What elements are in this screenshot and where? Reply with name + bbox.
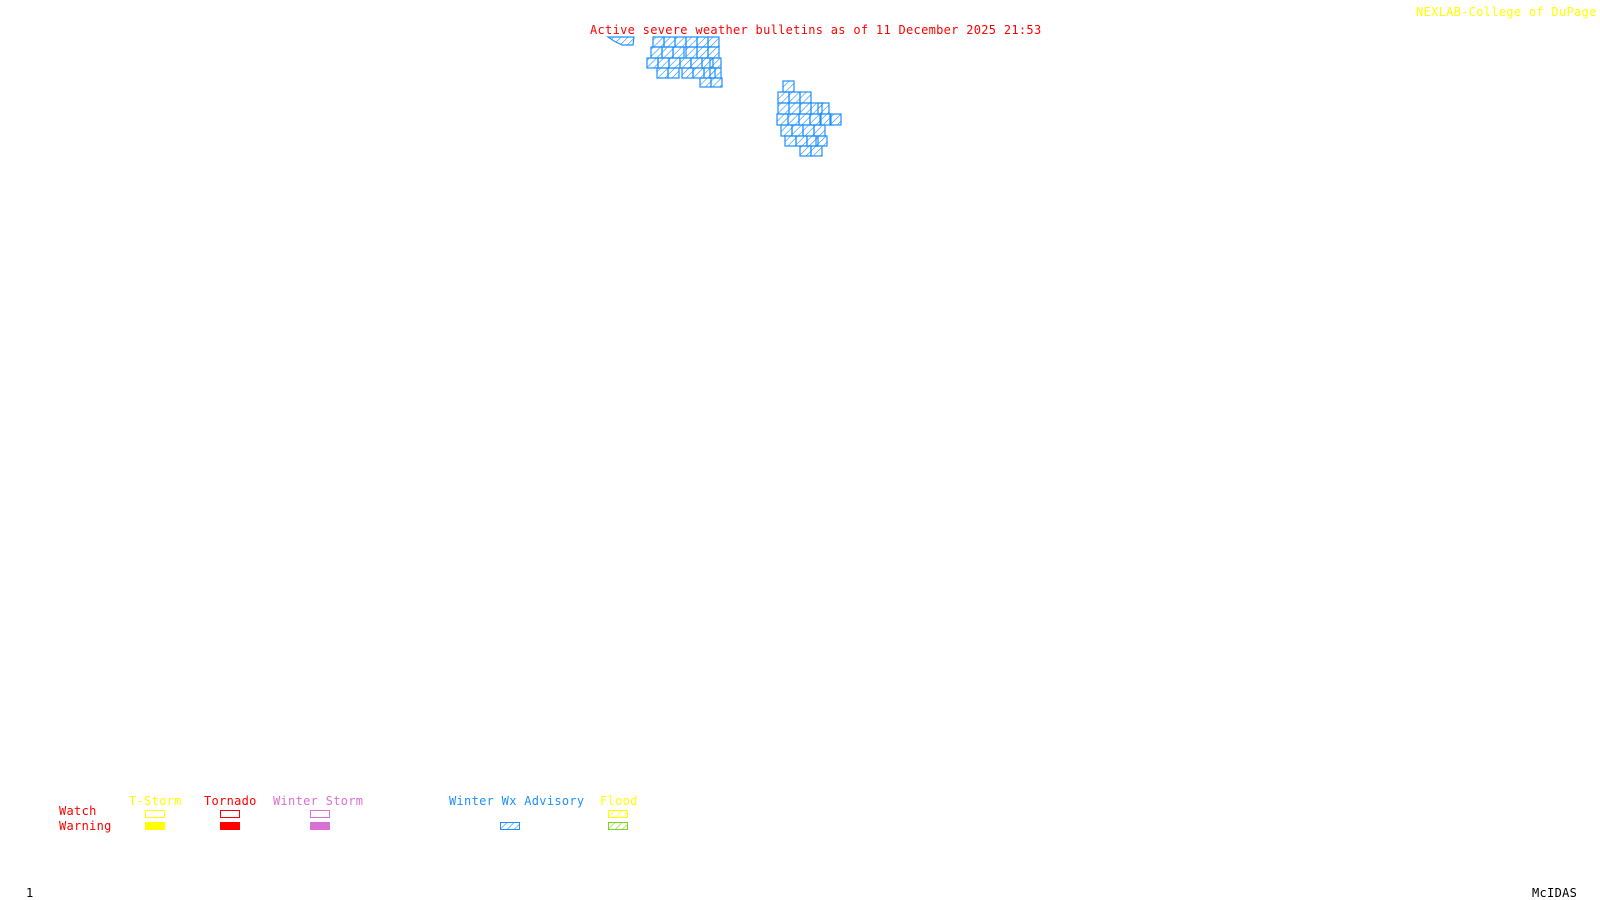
advisory-county (782, 80, 795, 93)
frame-number: 1 (26, 886, 34, 900)
advisory-county (667, 67, 680, 79)
advisory-county (777, 91, 790, 104)
advisory-county (809, 113, 822, 126)
advisory-county (707, 36, 720, 48)
advisory-county (679, 57, 692, 69)
credit-text: NEXLAB-College of DuPage (1416, 5, 1597, 19)
advisory-county (685, 46, 698, 59)
advisory-county (696, 46, 709, 59)
advisory-county (829, 113, 842, 126)
advisory-county (787, 113, 800, 126)
advisory-county (817, 102, 830, 115)
credit-label: NEXLAB-College of DuPage (1416, 6, 1600, 18)
flood-warning-swatch (608, 822, 628, 830)
advisory-county (652, 36, 665, 48)
tornado-warning-swatch (220, 822, 240, 830)
page-title: Active severe weather bulletins as of 11… (590, 23, 1042, 37)
advisory-county (699, 77, 712, 88)
advisory-county (692, 67, 705, 79)
advisory-county (650, 46, 663, 59)
advisory-county (672, 46, 685, 59)
advisory-county (696, 36, 709, 48)
software-label: McIDAS (1532, 886, 1578, 900)
advisory-county (799, 145, 812, 157)
legend-label-tornado: Tornado (204, 794, 257, 808)
advisory-county (685, 36, 698, 48)
advisory-county (668, 57, 681, 69)
advisory-county (690, 57, 703, 69)
winter-storm-warning-swatch (310, 822, 330, 830)
tstorm-watch-swatch (145, 810, 165, 818)
advisory-county (799, 91, 812, 104)
advisory-county (780, 124, 793, 137)
legend-label-flood: Flood (600, 794, 638, 808)
advisory-county (661, 46, 674, 59)
advisory-county (799, 102, 812, 115)
advisory-county (810, 145, 823, 157)
advisory-county (813, 124, 826, 137)
advisory-county (776, 113, 789, 126)
advisory-county (788, 102, 801, 115)
legend-row-watch: Watch (59, 804, 97, 818)
winter-advisory-area-northwest (606, 36, 723, 88)
advisory-county (788, 91, 801, 104)
winter-advisory-swatch (500, 822, 520, 830)
advisory-county (646, 57, 659, 69)
advisory-county (657, 57, 670, 69)
advisory-county (674, 36, 687, 48)
advisory-county (606, 36, 635, 46)
advisory-county (656, 67, 669, 79)
advisory-county (709, 57, 722, 69)
advisory-county (681, 67, 694, 79)
advisory-county (663, 36, 676, 48)
advisory-county (791, 124, 804, 137)
advisory-county (795, 135, 808, 147)
legend-label-winter-advisory: Winter Wx Advisory (449, 794, 585, 808)
legend-row-warning: Warning (59, 819, 112, 833)
advisory-county (798, 113, 811, 126)
tstorm-warning-swatch (145, 822, 165, 830)
advisory-county (709, 67, 722, 79)
advisory-county (802, 124, 815, 137)
advisory-county (815, 135, 828, 147)
advisory-county (710, 77, 723, 88)
advisory-county (707, 46, 720, 59)
winter-advisory-area-north-central (776, 80, 842, 157)
winter-storm-watch-swatch (310, 810, 330, 818)
advisory-county (784, 135, 797, 147)
advisory-county (777, 102, 790, 115)
tornado-watch-swatch (220, 810, 240, 818)
advisory-county (819, 113, 832, 126)
legend-label-tstorm: T-Storm (129, 794, 182, 808)
legend-label-winter-storm: Winter Storm (273, 794, 364, 808)
flood-watch-swatch (608, 810, 628, 818)
